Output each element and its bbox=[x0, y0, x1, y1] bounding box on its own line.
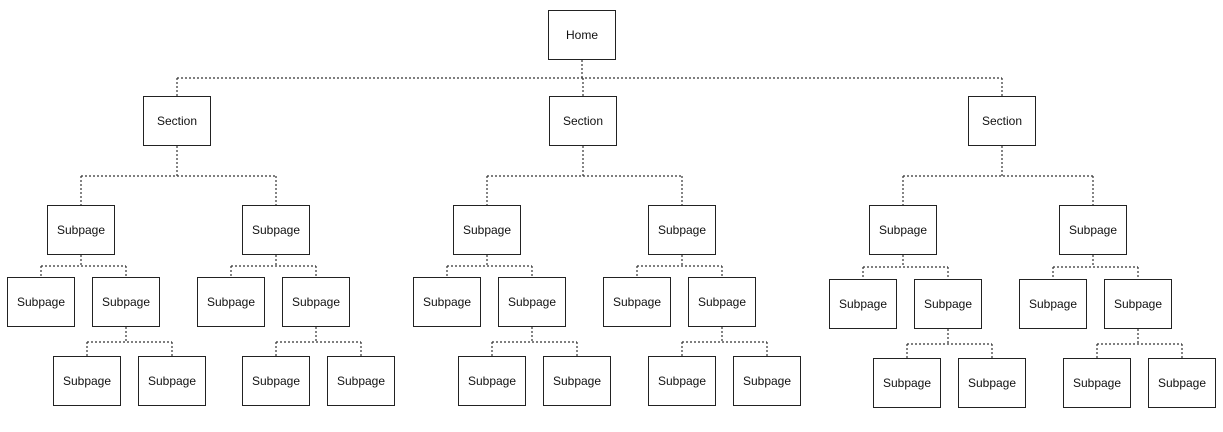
node-section-1: Section bbox=[143, 96, 211, 146]
node-home: Home bbox=[548, 10, 616, 60]
node-section-2: Section bbox=[549, 96, 617, 146]
node-section-3: Section bbox=[968, 96, 1036, 146]
node-subpage-2-2-2-2: Subpage bbox=[733, 356, 801, 406]
node-subpage-1-2-1: Subpage bbox=[197, 277, 265, 327]
node-subpage-3-2-1: Subpage bbox=[1019, 279, 1087, 329]
node-subpage-1-1-2-1: Subpage bbox=[53, 356, 121, 406]
node-subpage-3-2-2: Subpage bbox=[1104, 279, 1172, 329]
node-subpage-2-1-1: Subpage bbox=[413, 277, 481, 327]
node-subpage-2-2-2-1: Subpage bbox=[648, 356, 716, 406]
node-subpage-3-1: Subpage bbox=[869, 205, 937, 255]
node-subpage-1-1: Subpage bbox=[47, 205, 115, 255]
node-subpage-1-2-2-2: Subpage bbox=[327, 356, 395, 406]
node-subpage-2-1-2-1: Subpage bbox=[458, 356, 526, 406]
node-subpage-2-1: Subpage bbox=[453, 205, 521, 255]
node-subpage-1-1-1: Subpage bbox=[7, 277, 75, 327]
node-subpage-1-1-2-2: Subpage bbox=[138, 356, 206, 406]
node-subpage-3-1-1: Subpage bbox=[829, 279, 897, 329]
node-subpage-3-2-2-1: Subpage bbox=[1063, 358, 1131, 408]
node-subpage-1-2: Subpage bbox=[242, 205, 310, 255]
node-subpage-2-1-2-2: Subpage bbox=[543, 356, 611, 406]
node-subpage-2-2: Subpage bbox=[648, 205, 716, 255]
node-subpage-1-1-2: Subpage bbox=[92, 277, 160, 327]
node-subpage-1-2-2: Subpage bbox=[282, 277, 350, 327]
node-subpage-2-2-1: Subpage bbox=[603, 277, 671, 327]
node-subpage-3-1-2-2: Subpage bbox=[958, 358, 1026, 408]
node-subpage-3-2: Subpage bbox=[1059, 205, 1127, 255]
node-subpage-3-1-2: Subpage bbox=[914, 279, 982, 329]
node-subpage-3-1-2-1: Subpage bbox=[873, 358, 941, 408]
node-subpage-3-2-2-2: Subpage bbox=[1148, 358, 1216, 408]
node-subpage-2-1-2: Subpage bbox=[498, 277, 566, 327]
node-subpage-2-2-2: Subpage bbox=[688, 277, 756, 327]
node-subpage-1-2-2-1: Subpage bbox=[242, 356, 310, 406]
